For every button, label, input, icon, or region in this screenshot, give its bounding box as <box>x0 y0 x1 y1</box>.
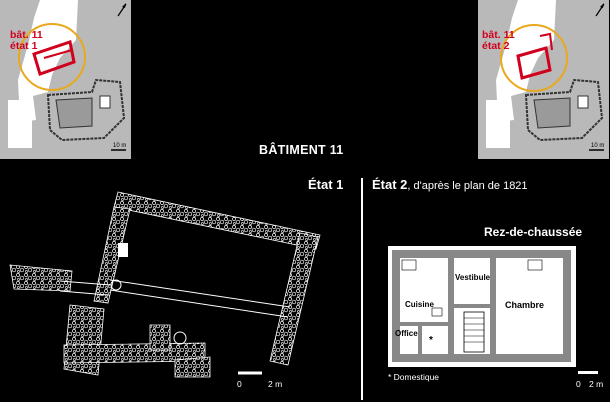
thumb-label: bât. 11 état 2 <box>482 29 515 52</box>
scale-bar-state2 <box>578 371 598 374</box>
room-cuisine: Cuisine <box>405 300 434 309</box>
floor-plan-1821 <box>388 246 576 367</box>
thumb-scale: 10 m <box>113 143 127 149</box>
state1-label: État 1 <box>308 177 344 192</box>
room-star: * <box>429 335 433 346</box>
room-vestibule: Vestibule <box>455 273 491 282</box>
scale-2m: 2 m <box>589 379 604 389</box>
site-thumbnail-state1: bât. 11 état 1 10 m <box>0 0 131 159</box>
footnote: * Domestique <box>388 372 440 382</box>
thumb-scale: 10 m <box>591 143 605 149</box>
floor-label: Rez-de-chaussée <box>484 225 583 239</box>
site-thumbnail-state2: bât. 11 état 2 10 m <box>478 0 609 159</box>
page-title: BÂTIMENT 11 <box>259 143 344 157</box>
scale-zero: 0 <box>237 379 242 389</box>
scale-zero: 0 <box>576 379 581 389</box>
room-chambre: Chambre <box>505 300 545 310</box>
ruin-plan-state1 <box>9 191 321 378</box>
room-office: Office <box>395 329 418 338</box>
site-map-state1 <box>8 0 127 151</box>
site-map-state2 <box>486 0 605 151</box>
north-arrow-icon <box>117 3 127 17</box>
divider <box>361 178 363 400</box>
scale-2m: 2 m <box>268 379 283 389</box>
thumb-label: bât. 11 état 1 <box>10 29 43 52</box>
north-arrow-icon <box>595 3 605 17</box>
state2-label: État 2, d'après le plan de 1821 <box>372 177 528 192</box>
